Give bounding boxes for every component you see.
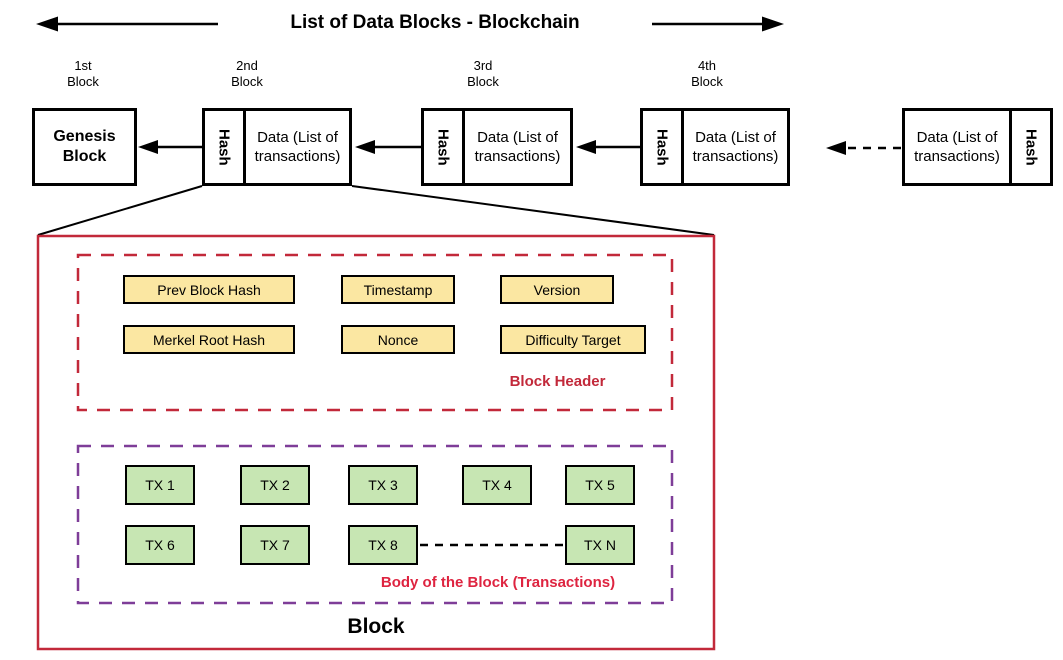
genesis-block: Genesis Block bbox=[32, 108, 137, 186]
field-version: Version bbox=[500, 275, 614, 304]
block-header-dashed-outline bbox=[76, 253, 674, 412]
expand-line-left bbox=[37, 185, 203, 236]
expand-line-right bbox=[351, 185, 715, 236]
label-4th-block: 4th Block bbox=[662, 58, 752, 90]
ordinal-line1: 1st bbox=[74, 58, 92, 73]
label-3rd-block: 3rd Block bbox=[438, 58, 528, 90]
label-2nd-block: 2nd Block bbox=[202, 58, 292, 90]
field-timestamp: Timestamp bbox=[341, 275, 455, 304]
hash-cell: Hash bbox=[643, 111, 684, 183]
tx-3: TX 3 bbox=[348, 465, 418, 505]
diagram-title: List of Data Blocks - Blockchain bbox=[290, 12, 580, 33]
tx-n: TX N bbox=[565, 525, 635, 565]
ordinal-line2: Block bbox=[691, 74, 723, 89]
ordinal-line2: Block bbox=[231, 74, 263, 89]
data-cell: Data (List of transactions) bbox=[474, 129, 561, 165]
field-nonce: Nonce bbox=[341, 325, 455, 354]
tx-2: TX 2 bbox=[240, 465, 310, 505]
tx-5: TX 5 bbox=[565, 465, 635, 505]
chain-block-3: Hash Data (List of transactions) bbox=[421, 108, 573, 186]
arrowhead-block4-to-block3-icon bbox=[576, 140, 596, 154]
tx-4: TX 4 bbox=[462, 465, 532, 505]
arrowhead-block3-to-block2-icon bbox=[355, 140, 375, 154]
arrowhead-nth-block-icon bbox=[826, 141, 846, 155]
block-body-caption: Body of the Block (Transactions) bbox=[380, 574, 616, 591]
ordinal-line1: 2nd bbox=[236, 58, 258, 73]
title-right-arrowhead-icon bbox=[762, 16, 784, 32]
field-prev-block-hash: Prev Block Hash bbox=[123, 275, 295, 304]
arrowhead-block2-to-genesis-icon bbox=[138, 140, 158, 154]
block-caption: Block bbox=[347, 615, 405, 638]
tx-6: TX 6 bbox=[125, 525, 195, 565]
tx-1: TX 1 bbox=[125, 465, 195, 505]
data-cell: Data (List of transactions) bbox=[254, 129, 341, 165]
block-header-caption: Block Header bbox=[509, 373, 606, 390]
field-difficulty-target: Difficulty Target bbox=[500, 325, 646, 354]
title-left-arrowhead-icon bbox=[36, 16, 58, 32]
hash-cell: Hash bbox=[424, 111, 465, 183]
data-cell: Data (List of transactions) bbox=[692, 129, 779, 165]
ordinal-line1: 4th bbox=[697, 58, 717, 73]
block-body-dashed-outline bbox=[76, 444, 674, 605]
block-detail-outline bbox=[36, 234, 716, 651]
label-1st-block: 1st Block bbox=[38, 58, 128, 90]
tx-7: TX 7 bbox=[240, 525, 310, 565]
hash-cell: Hash bbox=[1009, 111, 1050, 183]
chain-block-2: Hash Data (List of transactions) bbox=[202, 108, 352, 186]
ordinal-line1: 3rd bbox=[473, 58, 493, 73]
data-cell: Data (List of transactions) bbox=[914, 129, 1000, 165]
tx-8: TX 8 bbox=[348, 525, 418, 565]
chain-block-4: Hash Data (List of transactions) bbox=[640, 108, 790, 186]
ordinal-line2: Block bbox=[67, 74, 99, 89]
ordinal-line2: Block bbox=[467, 74, 499, 89]
chain-block-nth: Data (List of transactions) Hash bbox=[902, 108, 1053, 186]
field-merkel-root-hash: Merkel Root Hash bbox=[123, 325, 295, 354]
hash-cell: Hash bbox=[205, 111, 246, 183]
